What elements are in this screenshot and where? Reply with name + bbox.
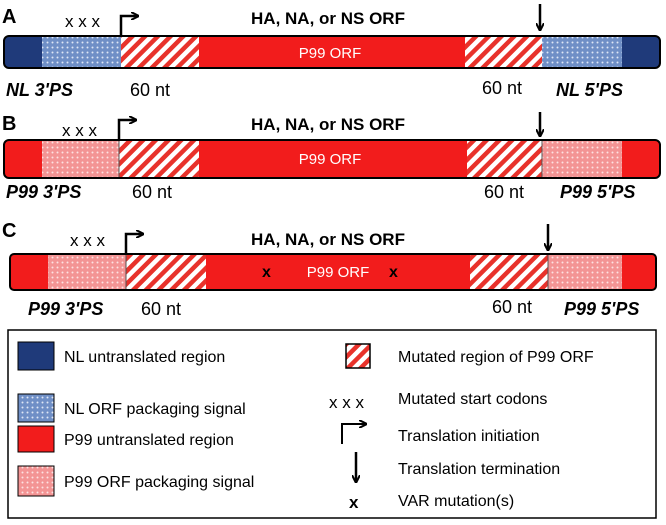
p99-orf-segment-c bbox=[206, 254, 470, 290]
legend-termination-label: Translation termination bbox=[398, 461, 560, 478]
orf-label-b: P99 ORF bbox=[299, 151, 362, 168]
orf-label-a: P99 ORF bbox=[299, 45, 362, 62]
p99-orf-segment-b bbox=[199, 140, 467, 178]
orf-label-c: P99 ORF bbox=[307, 264, 370, 281]
legend-swatch-mutated bbox=[345, 343, 371, 369]
right-ps-label-c: P99 5'PS bbox=[564, 299, 639, 319]
translation-initiation-arrow-c bbox=[124, 234, 143, 254]
legend-swatch-nl-utr bbox=[17, 341, 55, 371]
translation-initiation-arrow-b bbox=[117, 120, 136, 140]
legend-nl-ps-label: NL ORF packaging signal bbox=[64, 401, 246, 418]
panel-a: A x x x HA, NA, or NS ORF P99 ORF NL 3'P… bbox=[2, 4, 661, 100]
p99-5ps-segment-b bbox=[542, 140, 622, 178]
mutated-region-right-b bbox=[467, 140, 542, 178]
mutated-start-codons-b: x x x bbox=[62, 121, 97, 140]
gene-bar-a bbox=[3, 35, 661, 69]
legend-initiation-label: Translation initiation bbox=[398, 428, 540, 445]
legend-var-symbol: x bbox=[349, 493, 359, 512]
legend-start-codons-label: Mutated start codons bbox=[398, 391, 547, 408]
p99-3ps-segment-c bbox=[48, 254, 126, 290]
legend: NL untranslated region NL ORF packaging … bbox=[7, 329, 657, 519]
mutated-start-codons-c: x x x bbox=[70, 231, 105, 250]
mutated-region-right-c bbox=[470, 254, 548, 290]
left-ps-label-b: P99 3'PS bbox=[6, 182, 81, 202]
legend-var-label: VAR mutation(s) bbox=[398, 493, 514, 510]
right-nt-label-b: 60 nt bbox=[484, 182, 524, 202]
legend-initiation-arrow-icon bbox=[341, 424, 366, 444]
mutated-start-codons-a: x x x bbox=[65, 12, 100, 31]
gene-bar-c bbox=[9, 253, 657, 291]
orf-title-a: HA, NA, or NS ORF bbox=[251, 9, 405, 28]
left-nt-label-b: 60 nt bbox=[132, 182, 172, 202]
panel-letter-c: C bbox=[2, 220, 16, 242]
panel-letter-a: A bbox=[2, 6, 16, 28]
var-mutation-mark-1: x bbox=[262, 264, 271, 281]
var-mutation-mark-2: x bbox=[389, 264, 398, 281]
left-nt-label-c: 60 nt bbox=[141, 299, 181, 319]
gene-bar-b bbox=[3, 139, 661, 179]
left-nt-label-a: 60 nt bbox=[130, 80, 170, 100]
mutated-region-right-a bbox=[465, 36, 542, 68]
panel-letter-b: B bbox=[2, 113, 16, 135]
left-ps-label-c: P99 3'PS bbox=[28, 299, 103, 319]
legend-start-codons-symbol: x x x bbox=[329, 393, 364, 412]
translation-initiation-arrow-a bbox=[119, 16, 138, 38]
legend-p99-utr-label: P99 untranslated region bbox=[64, 432, 234, 449]
orf-title-c: HA, NA, or NS ORF bbox=[251, 230, 405, 249]
right-nt-label-c: 60 nt bbox=[492, 297, 532, 317]
left-ps-label-a: NL 3'PS bbox=[6, 80, 73, 100]
legend-nl-utr-label: NL untranslated region bbox=[64, 349, 225, 366]
mutated-region-left-c bbox=[126, 254, 206, 290]
panel-c: C x x x HA, NA, or NS ORF x P99 ORF x P9… bbox=[2, 220, 657, 319]
mutated-region-left-a bbox=[121, 36, 199, 68]
orf-title-b: HA, NA, or NS ORF bbox=[251, 115, 405, 134]
legend-swatch-p99-utr bbox=[17, 425, 55, 453]
p99-3ps-segment-b bbox=[42, 140, 119, 178]
legend-p99-ps-label: P99 ORF packaging signal bbox=[64, 474, 254, 491]
nl-5ps-segment-a bbox=[542, 36, 622, 68]
panel-b: B x x x HA, NA, or NS ORF P99 ORF P99 3'… bbox=[2, 112, 661, 202]
right-nt-label-a: 60 nt bbox=[482, 78, 522, 98]
mutated-region-left-b bbox=[119, 140, 199, 178]
legend-swatch-nl-ps bbox=[17, 393, 55, 423]
legend-mutated-label: Mutated region of P99 ORF bbox=[398, 349, 594, 366]
legend-swatch-p99-ps bbox=[17, 465, 55, 497]
legend-box bbox=[7, 329, 657, 519]
right-ps-label-b: P99 5'PS bbox=[560, 182, 635, 202]
nl-3ps-segment-a bbox=[42, 36, 121, 68]
right-ps-label-a: NL 5'PS bbox=[556, 80, 623, 100]
p99-orf-segment-a bbox=[199, 36, 465, 68]
p99-5ps-segment-c bbox=[548, 254, 622, 290]
